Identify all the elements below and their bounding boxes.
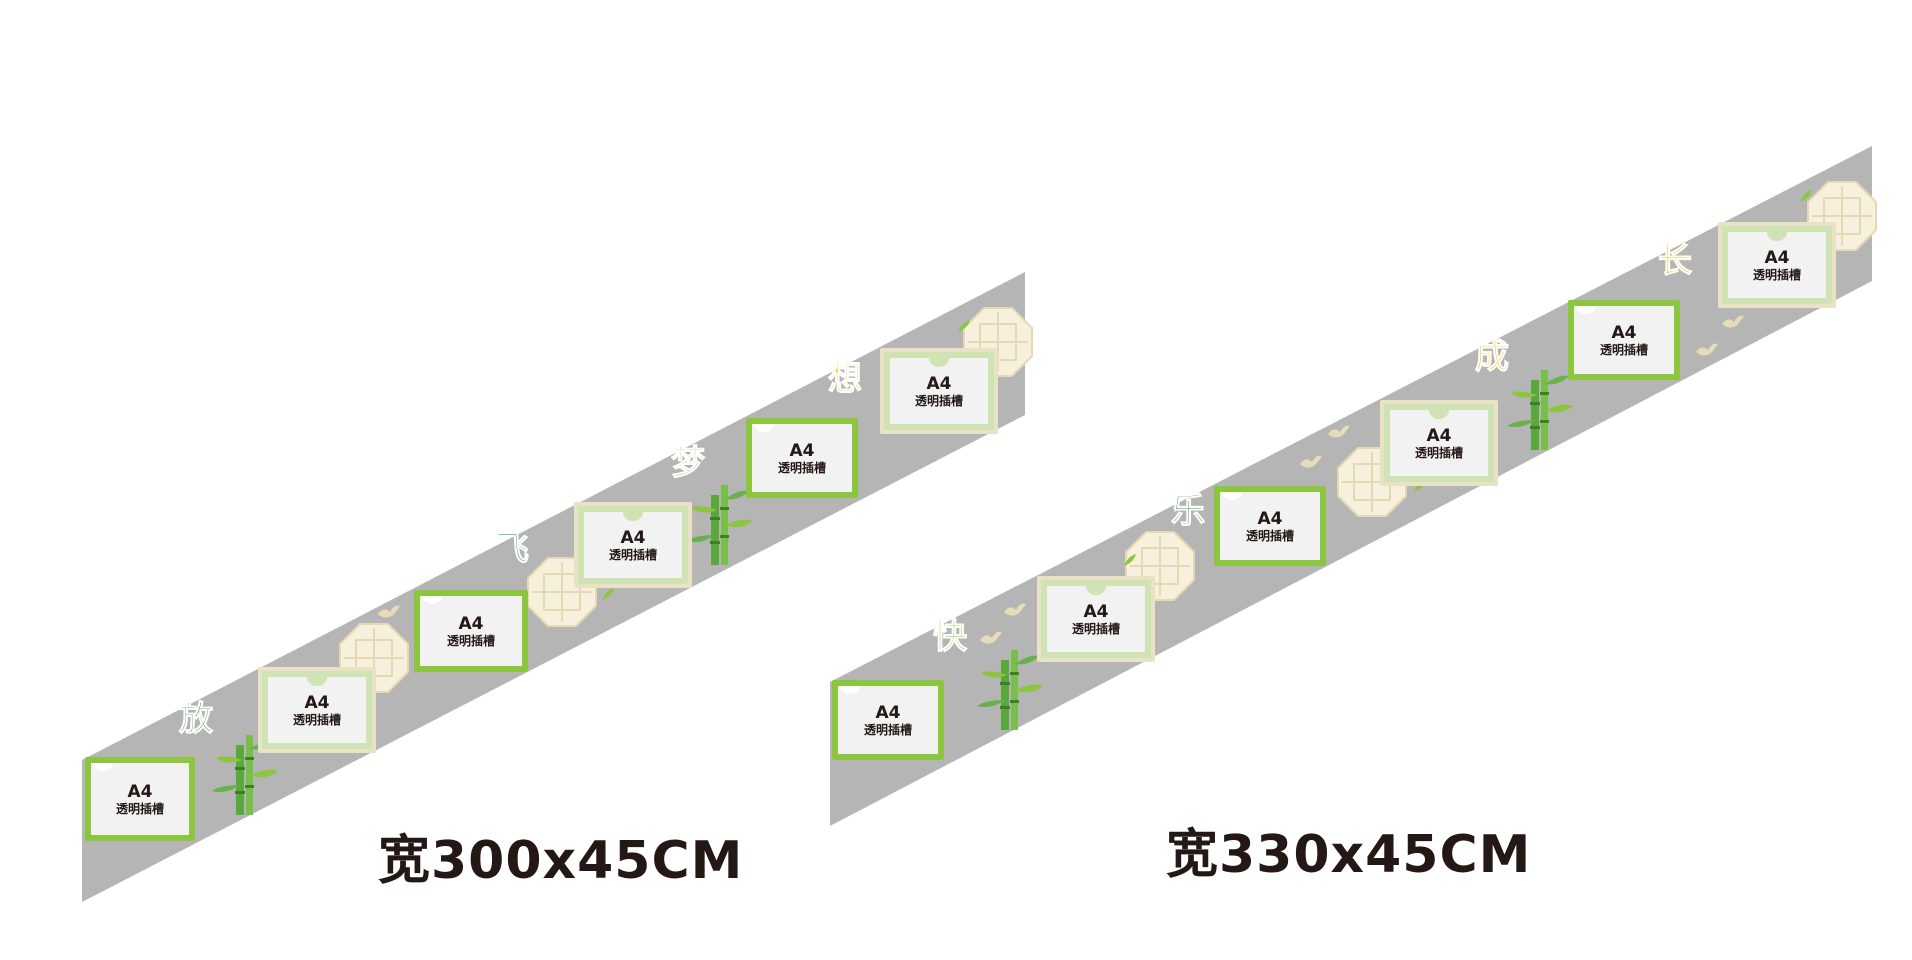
- slot-label-a4: A4: [1765, 248, 1790, 268]
- slogan-character: 飞: [495, 529, 529, 569]
- slot-label-transparent-slot: 透明插槽: [1246, 528, 1294, 543]
- slot-label-transparent-slot: 透明插槽: [609, 547, 657, 562]
- board-left-slogan: 放 飞 梦 想: [179, 359, 863, 740]
- slot-label-a4: A4: [1612, 323, 1637, 343]
- slogan-character: 长: [1658, 241, 1692, 281]
- slot-label-a4: A4: [927, 374, 952, 394]
- slogan-character: 梦: [671, 443, 705, 483]
- slot-label-a4: A4: [876, 703, 901, 723]
- slot-label-transparent-slot: 透明插槽: [447, 633, 495, 648]
- board-left-size-caption: 宽300x45CM: [378, 831, 744, 891]
- slot-label-transparent-slot: 透明插槽: [778, 460, 826, 475]
- slogan-character: 成: [1475, 337, 1509, 377]
- slot-label-a4: A4: [1427, 426, 1452, 446]
- slot-label-a4: A4: [790, 441, 815, 461]
- slot-label-a4: A4: [305, 693, 330, 713]
- board-right-size-caption: 宽330x45CM: [1166, 825, 1532, 885]
- slot-label-a4: A4: [459, 614, 484, 634]
- slot-label-transparent-slot: 透明插槽: [1072, 621, 1120, 636]
- slot-label-a4: A4: [1258, 509, 1283, 529]
- board-right-slogan: 快 乐 成 长: [933, 241, 1693, 658]
- slot-label-a4: A4: [128, 782, 153, 802]
- slot-label-a4: A4: [1084, 602, 1109, 622]
- slot-label-transparent-slot: 透明插槽: [116, 801, 164, 816]
- slot-label-transparent-slot: 透明插槽: [1415, 445, 1463, 460]
- slogan-character: 放: [179, 699, 213, 739]
- slogan-character: 乐: [1171, 491, 1205, 531]
- slot-label-transparent-slot: 透明插槽: [1753, 267, 1801, 282]
- slot-label-transparent-slot: 透明插槽: [915, 393, 963, 408]
- slot-label-transparent-slot: 透明插槽: [293, 712, 341, 727]
- slogan-character: 想: [828, 359, 862, 399]
- slot-label-transparent-slot: 透明插槽: [864, 722, 912, 737]
- slot-label-transparent-slot: 透明插槽: [1600, 342, 1648, 357]
- slogan-character: 快: [933, 617, 968, 657]
- slot-label-a4: A4: [621, 528, 646, 548]
